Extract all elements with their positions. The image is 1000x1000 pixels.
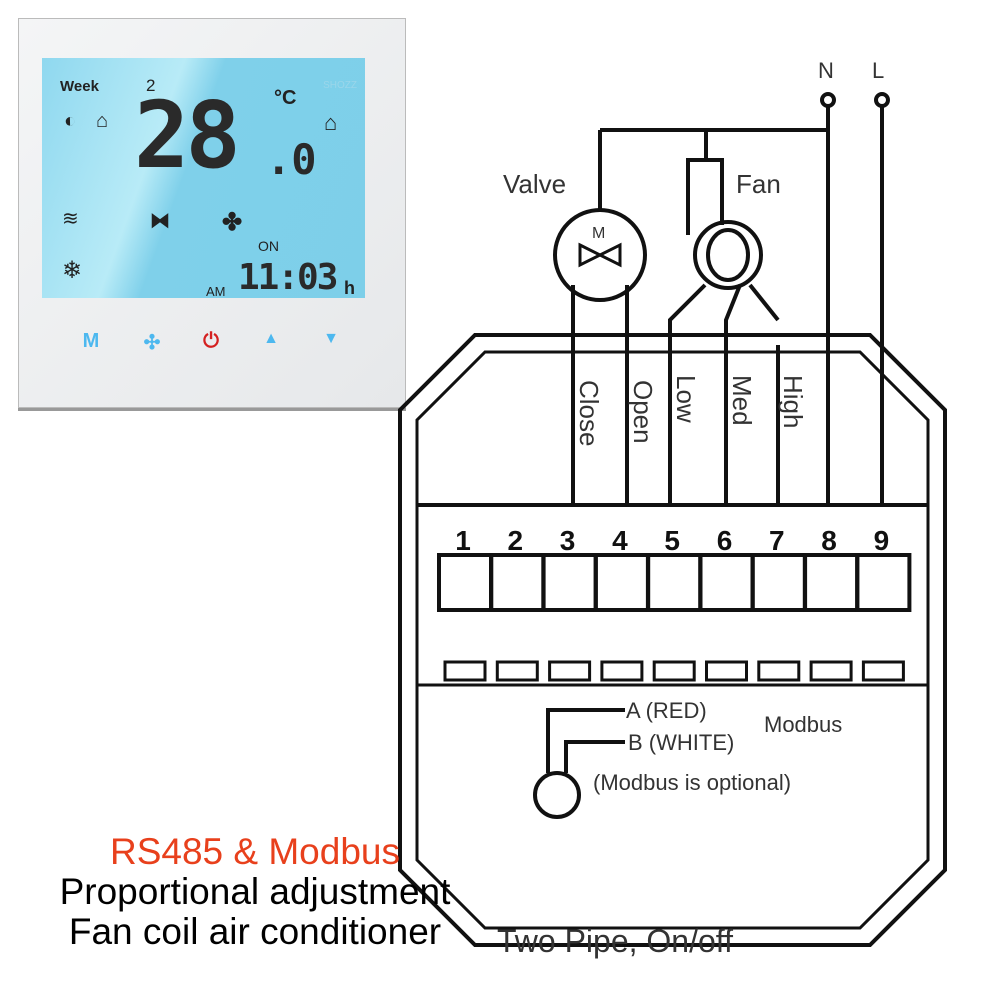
headline-proportional: Proportional adjustment (59, 871, 451, 912)
terminal-slot (698, 553, 755, 612)
terminal-number: 9 (874, 525, 890, 556)
power-button[interactable]: ⏻ (203, 330, 219, 352)
headline: RS485 & Modbus Proportional adjustment F… (0, 832, 510, 952)
valve-icon: ⧓ (150, 210, 170, 232)
on-label: ON (258, 238, 279, 254)
modbus-b-label: B (WHITE) (628, 730, 734, 755)
terminal-screw (495, 660, 539, 682)
terminal-number: 1 (455, 525, 471, 556)
brand-logo: SHOZZ (323, 80, 357, 91)
terminal-number: 4 (612, 525, 628, 556)
eco-icon: ◐ (64, 110, 77, 132)
home-thermometer-icon: ⌂ (96, 110, 109, 132)
terminal-screw (652, 660, 696, 682)
terminal-number: 8 (821, 525, 837, 556)
terminal-number: 2 (508, 525, 524, 556)
modbus-label: Modbus (764, 712, 842, 737)
lcd-screen: Week 2 SHOZZ 28 .0 °C ◐ ⌂ ⌂ ≋ ⧓ ✤ ❄ ON A… (42, 58, 365, 299)
terminal-number: 3 (560, 525, 576, 556)
am-label: AM (206, 284, 226, 299)
terminal-slot (855, 553, 912, 612)
wire-label-med: Med (727, 375, 757, 426)
terminal-screw (757, 660, 801, 682)
hour-suffix: h (344, 278, 355, 298)
wire-label-low: Low (671, 375, 701, 423)
wire-label-open: Open (628, 380, 658, 444)
live-label: L (872, 58, 884, 83)
fan-symbol (693, 220, 763, 290)
week-label: Week (60, 78, 99, 95)
terminal-screw (600, 660, 644, 682)
fan-label: Fan (736, 169, 781, 199)
wire-label-close: Close (574, 380, 604, 446)
away-icon: ⌂ (324, 110, 338, 135)
temperature-decimal: .0 (266, 135, 317, 184)
modbus-note: (Modbus is optional) (593, 770, 791, 795)
case-outer (398, 333, 947, 947)
week-day: 2 (146, 76, 156, 95)
fan-button[interactable]: ✣ (143, 332, 161, 354)
modbus-port (533, 771, 581, 819)
valve-label: Valve (503, 169, 566, 199)
neutral-label: N (818, 58, 834, 83)
snowflake-icon: ❄ (62, 257, 83, 284)
terminal-screw (861, 660, 905, 682)
unit-celsius: °C (274, 87, 297, 109)
headline-rs485: RS485 & Modbus (109, 831, 400, 872)
terminal-number: 7 (769, 525, 785, 556)
terminal-slot (646, 553, 703, 612)
fan-icon: ✤ (222, 209, 243, 236)
terminal-slot (750, 553, 807, 612)
terminal-number: 5 (664, 525, 680, 556)
modbus-a-label: A (RED) (626, 698, 707, 723)
terminal-screw (548, 660, 592, 682)
heat-icon: ≋ (62, 208, 79, 230)
headline-fan-coil: Fan coil air conditioner (68, 911, 442, 952)
diagram-caption: Two Pipe, On/off (497, 923, 733, 959)
up-button[interactable]: ▲ (263, 330, 279, 347)
terminal-screw (705, 660, 748, 682)
terminal-slot (803, 553, 860, 612)
mode-button[interactable]: M (82, 330, 100, 352)
terminal-slot (489, 553, 546, 612)
valve-symbol (553, 208, 647, 302)
wire-label-high: High (778, 375, 808, 428)
terminal-number: 6 (717, 525, 733, 556)
case-inner (415, 350, 930, 930)
valve-motor-label: M (592, 225, 605, 242)
terminal-screw (443, 660, 487, 682)
terminal-slot (437, 553, 493, 612)
terminal-slot (541, 553, 598, 612)
terminal-block: 1 2 3 4 5 6 7 8 9 (437, 525, 912, 682)
down-button[interactable]: ▼ (323, 330, 339, 347)
temperature: 28 (134, 82, 241, 189)
clock: 11:03 (238, 257, 338, 298)
terminal-screw (809, 660, 853, 682)
terminal-slot (593, 553, 650, 612)
